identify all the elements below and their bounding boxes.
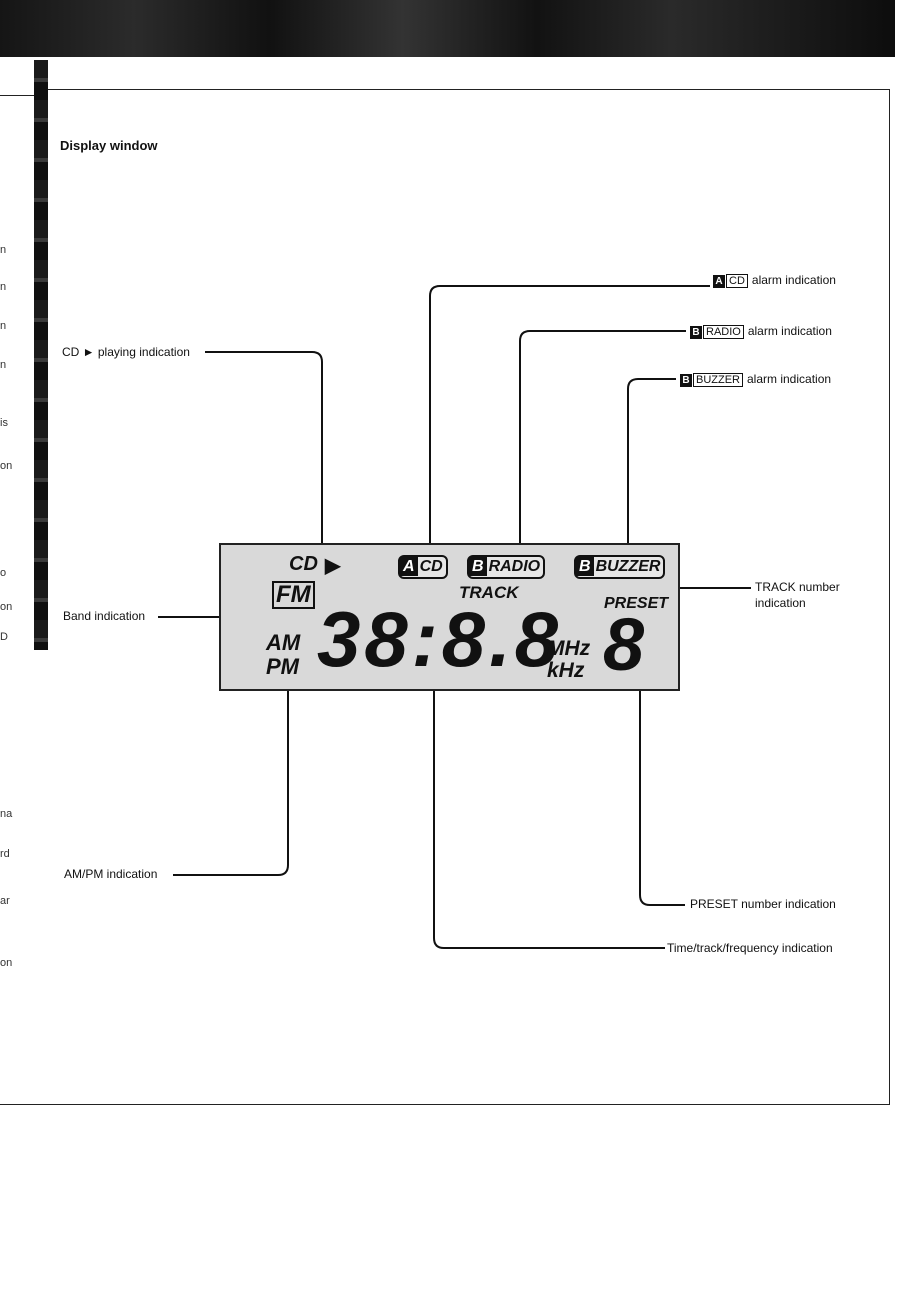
margin-fragment: n xyxy=(0,244,7,256)
b-buzzer-alarm-text: alarm indication xyxy=(747,372,832,386)
play-icon: ▶ xyxy=(325,555,341,577)
lcd-pill-b-buzzer-text: BUZZER xyxy=(595,558,661,575)
lcd-pill-b-radio-letter: B xyxy=(469,557,487,576)
frame-bottom-line xyxy=(0,1104,890,1105)
margin-fragment: D xyxy=(0,631,8,643)
lcd-khz: kHz xyxy=(547,659,585,682)
lcd-pm: PM xyxy=(266,654,299,679)
track-number-label: TRACK number indication xyxy=(755,580,840,610)
b-radio-alarm-text: alarm indication xyxy=(747,324,832,338)
lcd-pill-b-radio-text: RADIO xyxy=(488,558,541,575)
margin-fragment: n xyxy=(0,320,7,332)
margin-fragment: na xyxy=(0,808,13,820)
cd-box: CD xyxy=(726,274,748,288)
top-banner xyxy=(0,0,895,57)
binding-edge xyxy=(34,60,48,650)
lcd-pill-a-text: CD xyxy=(419,558,443,575)
margin-fragment: o xyxy=(0,567,7,579)
lcd-time-digits: 38:8.8 xyxy=(317,595,563,683)
a-letter-icon: A xyxy=(713,275,725,288)
b-letter-icon: B xyxy=(690,326,702,339)
frame-right-line xyxy=(889,89,890,1104)
margin-fragment: ar xyxy=(0,895,10,907)
margin-fragment: on xyxy=(0,460,13,472)
margin-fragment: on xyxy=(0,957,13,969)
a-cd-alarm-text: alarm indication xyxy=(751,273,836,287)
lcd-preset: PRESET xyxy=(604,595,669,612)
b-letter-icon: B xyxy=(680,374,692,387)
band-label: Band indication xyxy=(63,609,146,623)
buzzer-box: BUZZER xyxy=(693,373,743,387)
margin-fragment: n xyxy=(0,281,7,293)
preset-number-label: PRESET number indication xyxy=(690,897,836,911)
lcd-pill-a-letter: A xyxy=(400,557,418,576)
margin-fragment: n xyxy=(0,359,7,371)
am-pm-label: AM/PM indication xyxy=(64,867,158,881)
radio-box: RADIO xyxy=(703,325,744,339)
lcd-preset-digit: 8 xyxy=(603,603,645,686)
lcd-mhz: MHz xyxy=(547,637,591,660)
page-title: Display window xyxy=(60,138,158,153)
lcd-fm: FM xyxy=(272,581,315,609)
margin-fragment: rd xyxy=(0,848,10,860)
frame-top-line xyxy=(48,89,890,90)
lcd-cd-text: CD xyxy=(289,553,318,575)
left-margin-line xyxy=(0,95,34,96)
lcd-am: AM xyxy=(266,630,301,655)
time-track-frequency-label: Time/track/frequency indication xyxy=(667,941,833,955)
margin-fragment: is xyxy=(0,417,8,429)
margin-fragment: on xyxy=(0,601,13,613)
lcd-pill-b-buzzer-letter: B xyxy=(576,557,594,576)
cd-playing-label: CD ► playing indication xyxy=(62,345,190,359)
lcd-track: TRACK xyxy=(459,583,519,602)
